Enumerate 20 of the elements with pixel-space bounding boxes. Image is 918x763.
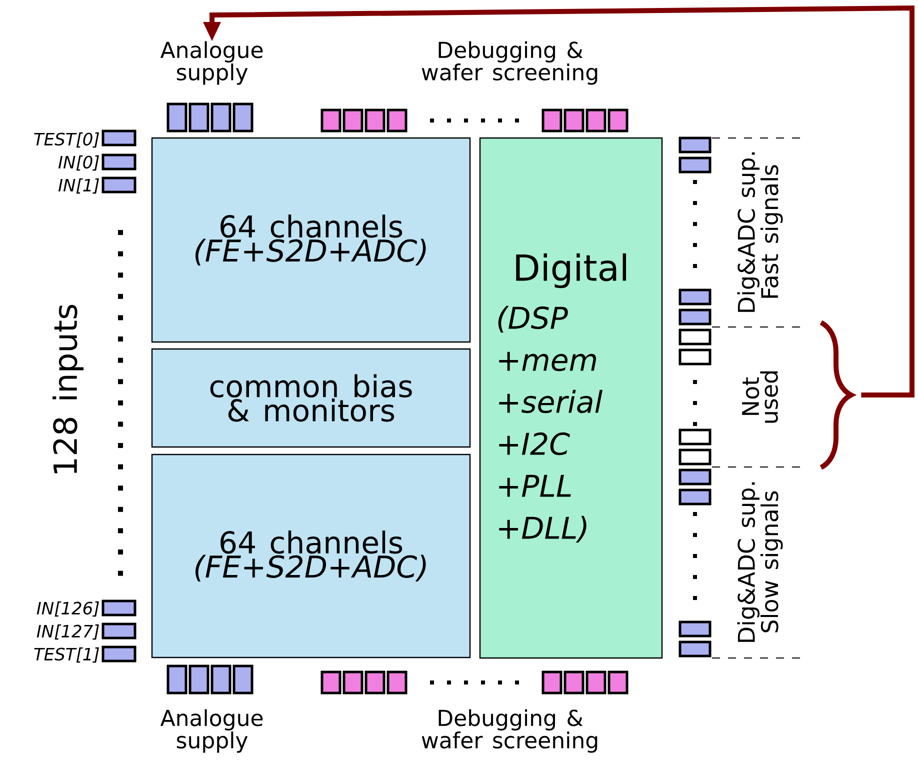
connector-arrow (203, 5, 915, 398)
pin-label: IN[126] (36, 601, 99, 617)
pin-group-label: Debugging & wafer screening (422, 41, 598, 85)
pin-label: TEST[0] (34, 132, 99, 148)
channel-block: common bias & monitors (151, 348, 471, 448)
digital-block: Digital (DSP +mem +serial +I2C +PLL +DLL) (479, 137, 663, 659)
channel-block: 64 channels (FE+S2D+ADC) (151, 454, 471, 658)
brace (820, 320, 854, 470)
pin-group-label: Analogue supply (160, 709, 263, 753)
pin-group-label: 128 inputs (52, 304, 84, 474)
pin-label: IN[1] (58, 178, 99, 194)
pin-group-label: Dig&ADC sup. Slow signals (737, 482, 783, 642)
channel-block: 64 channels (FE+S2D+ADC) (151, 137, 471, 343)
pin-label: TEST[1] (34, 647, 99, 663)
pin-label: IN[127] (36, 624, 99, 640)
pin-group-label: Analogue supply (160, 41, 263, 85)
pin-group-label: Not used (742, 371, 778, 423)
pin-group-label: Dig&ADC sup. Fast signals (737, 152, 783, 312)
pin-group-label: Debugging & wafer screening (422, 709, 598, 753)
pin-label: IN[0] (58, 155, 99, 171)
